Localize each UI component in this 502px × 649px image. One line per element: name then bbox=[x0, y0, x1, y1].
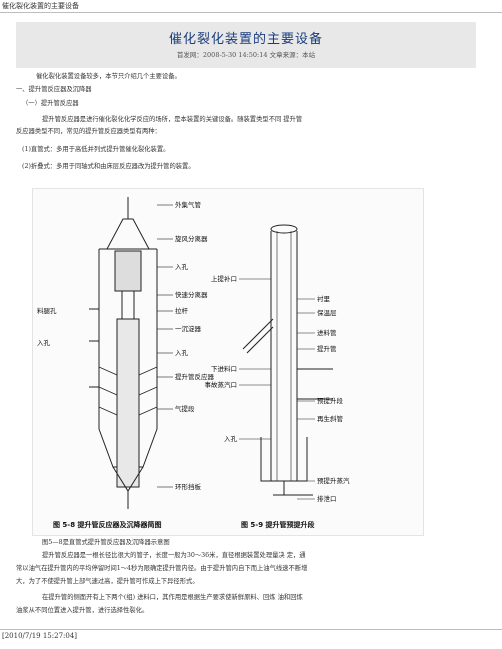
subsection-heading: （一）提升管反应器 bbox=[22, 100, 79, 107]
list-item: (2)折叠式：多用于同轴式和由床层反应器改为提升管的装置。 bbox=[22, 163, 195, 170]
right-diagram-label: 预提升蒸汽 bbox=[317, 476, 350, 485]
right-diagram-label: 事故蒸汽口 bbox=[205, 380, 238, 389]
list-item: (1)直管式：多用于高低并列式提升管催化裂化装置。 bbox=[22, 146, 170, 153]
footer-divider bbox=[0, 629, 502, 630]
tab-divider bbox=[0, 12, 502, 13]
body-line: 催化裂化装置设备较多，本节只介绍几个主要设备。 bbox=[36, 73, 181, 80]
body-line: 提升管反应器是一根长径比很大的管子，长度一般为30～36米，直径根据装置处理量决… bbox=[42, 552, 306, 559]
body-line: 提升管反应器是进行催化裂化化学反应的场所，是本装置的关键设备。随装置类型不同 提… bbox=[42, 116, 303, 123]
right-diagram-label: 再生斜管 bbox=[317, 414, 344, 423]
left-diagram-label: 旋风分离器 bbox=[175, 234, 208, 243]
body-line: 大，为了不使提升管上部气速过高，提升管可作成上下异径形式。 bbox=[16, 578, 199, 585]
body-line: 反应器类型不同，常见的提升管反应器类型有两种： bbox=[16, 128, 161, 135]
right-diagram-label: 进料管 bbox=[317, 328, 337, 337]
body-line: 常以油气在提升管内的平均停留时间1～4秒为限确定提升管内径。由于提升管内自下而上… bbox=[16, 565, 308, 572]
right-diagram-label: 上提补口 bbox=[211, 274, 237, 283]
left-diagram-label: 提升管反应器 bbox=[175, 372, 215, 381]
figure-caption: 图5—8是直管式提升管反应器及沉降器示意图 bbox=[42, 539, 170, 546]
article-title: 催化裂化装置的主要设备 bbox=[168, 32, 323, 47]
right-diagram-label: 提升管 bbox=[317, 344, 337, 353]
left-diagram-label: 一沉淀器 bbox=[175, 324, 202, 333]
tab-title: 催化裂化装置的主要设备 bbox=[2, 2, 79, 10]
right-diagram-label: 排泄口 bbox=[317, 494, 337, 503]
right-diagram-label: 保温层 bbox=[317, 308, 337, 317]
right-diagram-label: 入孔 bbox=[224, 435, 238, 443]
left-diagram-label: 气提段 bbox=[175, 404, 195, 413]
right-diagram-label: 预提升段 bbox=[317, 396, 344, 405]
left-side-label: 料腿孔 bbox=[37, 306, 57, 315]
left-diagram-label: 环形挡板 bbox=[175, 482, 202, 491]
right-diagram-label: 衬里 bbox=[317, 294, 331, 303]
left-diagram-label: 入孔 bbox=[175, 263, 189, 271]
figure-diagram: 外集气管旋风分离器入孔快速分离器拉杆一沉淀器入孔提升管反应器气提段环形挡板料腿孔… bbox=[32, 188, 424, 536]
right-figure-caption: 图 5-9 提升管预提升段 bbox=[241, 520, 315, 529]
body-line: 油浆从不同位置进入提升管，进行选择性裂化。 bbox=[16, 607, 149, 614]
article-header: 催化裂化装置的主要设备 首发网：2008-5-30 14:50:14 文章来源：… bbox=[16, 22, 476, 68]
section-heading: 一、提升管反应器及沉降器 bbox=[16, 86, 92, 93]
left-diagram-label: 外集气管 bbox=[175, 200, 202, 209]
article-meta: 首发网：2008-5-30 14:50:14 文章来源：本站 bbox=[176, 51, 316, 59]
left-diagram-label: 快速分离器 bbox=[175, 290, 208, 299]
left-diagram-label: 拉杆 bbox=[175, 306, 189, 315]
footer-timestamp: [2010/7/19 15:27:04] bbox=[2, 632, 78, 640]
left-side-label: 入孔 bbox=[37, 339, 51, 347]
body-line: 在提升管的侧面开有上下两个(组) 进料口，其作用是根据生产要求使新鲜原料、回炼 … bbox=[42, 594, 303, 601]
right-diagram-label: 下进料口 bbox=[211, 364, 237, 373]
left-diagram-label: 入孔 bbox=[175, 349, 189, 357]
left-figure-caption: 图 5-8 提升管反应器及沉降器简图 bbox=[53, 520, 162, 529]
